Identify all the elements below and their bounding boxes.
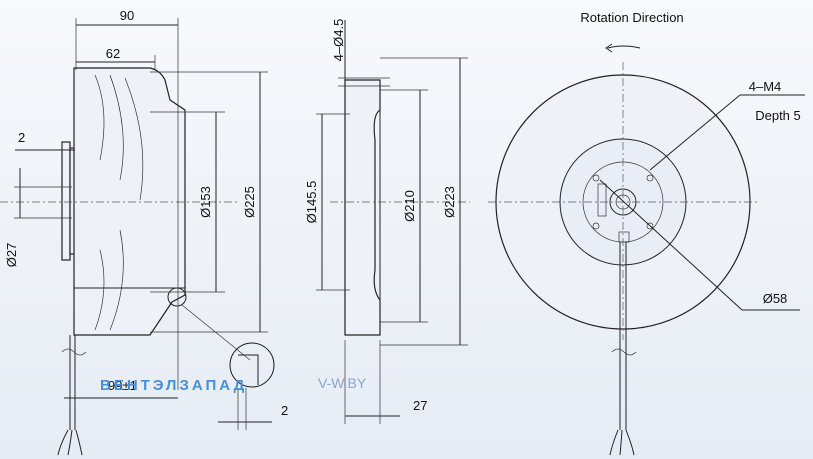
front-break-mark	[611, 348, 637, 356]
section-view: 4–Ø4.5 Ø145.5 Ø210 Ø223 27	[304, 19, 470, 424]
rotation-direction-label: Rotation Direction	[580, 10, 683, 25]
motor-label-plate	[597, 183, 607, 217]
thread-depth-label: Depth 5	[755, 108, 801, 123]
impeller-blades	[94, 74, 144, 331]
thread-m4-label: 4–M4	[749, 79, 782, 94]
dim-width-90: 90	[120, 8, 134, 23]
dim-hole-circle-210: Ø210	[402, 190, 417, 222]
watermark-brand: ВЕНТЭЛЗАПАД	[100, 377, 247, 394]
dim-shaft-27: Ø27	[4, 243, 19, 268]
side-cable	[57, 335, 83, 456]
front-cable	[609, 242, 635, 456]
dim-holes-4-4-5: 4–Ø4.5	[331, 19, 346, 62]
detail-magnified-circle	[229, 342, 275, 388]
cable-gland	[618, 231, 630, 243]
d58-leader	[599, 179, 743, 311]
detail-profile	[238, 354, 259, 385]
rotation-arrow	[607, 45, 641, 49]
dim-outer-225: Ø225	[242, 186, 257, 218]
dim-depth-62: 62	[106, 46, 120, 61]
dim-inlet-145-5: Ø145.5	[304, 181, 319, 224]
m4-leader	[649, 94, 741, 171]
dim-flange-2: 2	[18, 130, 25, 145]
watermark-site: V-W.BY	[318, 375, 367, 391]
detail-circle	[167, 287, 187, 307]
dim-ring-223: Ø223	[442, 186, 457, 218]
dim-inlet-153: Ø153	[198, 186, 213, 218]
mount-hole-1	[592, 174, 600, 182]
inlet-ring-profile	[344, 79, 381, 336]
mount-hole-3	[592, 222, 600, 230]
mount-hole-4	[646, 222, 654, 230]
impeller-outline	[73, 67, 186, 336]
rotation-arrow-head	[605, 43, 613, 53]
dim-ring-depth-27: 27	[413, 398, 427, 413]
dim-detail-2: 2	[281, 403, 288, 418]
side-view: 90 62 2 Ø27 Ø153 Ø225 99±1 2	[0, 8, 288, 456]
front-view: Rotation Direction 4–M4 Depth 5 Ø58	[488, 10, 805, 456]
dim-length-99: 99±1	[108, 378, 137, 393]
flange-plate	[61, 141, 71, 261]
detail-leader	[181, 304, 251, 361]
mount-hole-2	[646, 174, 654, 182]
dim-motor-58: Ø58	[763, 291, 788, 306]
break-mark	[61, 348, 87, 356]
